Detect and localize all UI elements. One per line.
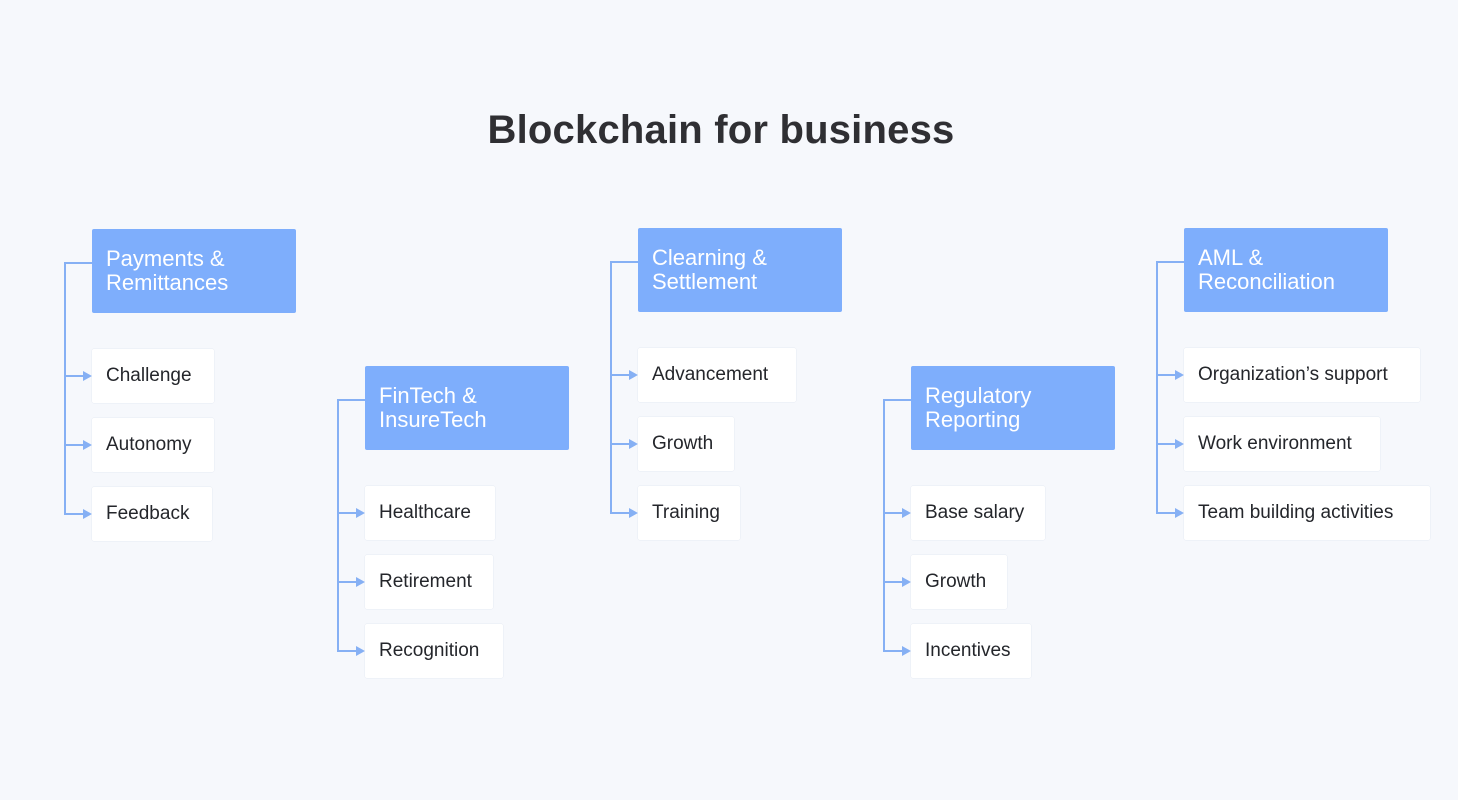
arrow-icon [83,440,92,450]
item-branch-line [337,650,357,652]
group-regulatory: Regulatory Reporting Base salary Growth … [883,366,1123,686]
arrow-icon [356,577,365,587]
group-header-box: Payments & Remittances [92,229,296,313]
group-connector-line [64,262,66,515]
arrow-icon [629,439,638,449]
group-header-box: FinTech & InsureTech [365,366,569,450]
list-item: Healthcare [365,486,495,540]
arrow-icon [902,508,911,518]
arrow-icon [629,508,638,518]
header-branch-line [1156,261,1184,263]
page-title: Blockchain for business [487,108,955,152]
arrow-icon [902,646,911,656]
header-branch-line [337,399,365,401]
group-header-line-2: Settlement [652,269,758,294]
group-connector-line [883,399,885,652]
list-item: Growth [638,417,734,471]
item-branch-line [64,513,84,515]
item-branch-line [1156,443,1176,445]
list-item: Work environment [1184,417,1380,471]
item-branch-line [64,444,84,446]
item-branch-line [1156,374,1176,376]
arrow-icon [356,508,365,518]
group-header-line-1: AML & [1198,245,1264,270]
list-item: Advancement [638,348,796,402]
arrow-icon [1175,508,1184,518]
header-branch-line [610,261,638,263]
list-item: Incentives [911,624,1031,678]
item-branch-line [64,375,84,377]
group-clearing: Clearning & Settlement Advancement Growt… [610,228,850,548]
item-branch-line [337,581,357,583]
group-header-line-1: FinTech & [379,383,477,408]
list-item: Training [638,486,740,540]
group-header-line-2: Reconciliation [1198,269,1335,294]
arrow-icon [629,370,638,380]
group-header-line-2: InsureTech [379,407,487,432]
arrow-icon [1175,370,1184,380]
item-branch-line [883,512,903,514]
list-item: Retirement [365,555,493,609]
group-header-box: AML & Reconciliation [1184,228,1388,312]
group-header-line-1: Payments & [106,246,225,271]
header-branch-line [64,262,92,264]
list-item: Base salary [911,486,1045,540]
item-branch-line [883,650,903,652]
list-item: Organization’s support [1184,348,1420,402]
group-payments: Payments & Remittances Challenge Autonom… [64,229,296,549]
group-header-line-1: Regulatory [925,383,1032,408]
group-header-line-1: Clearning & [652,245,767,270]
arrow-icon [83,509,92,519]
list-item: Feedback [92,487,212,541]
group-connector-line [610,261,612,514]
item-branch-line [610,512,630,514]
list-item: Growth [911,555,1007,609]
group-header-line-2: Reporting [925,407,1021,432]
item-branch-line [610,374,630,376]
group-header-line-2: Remittances [106,270,229,295]
item-branch-line [1156,512,1176,514]
list-item: Recognition [365,624,503,678]
arrow-icon [83,371,92,381]
group-connector-line [1156,261,1158,514]
item-branch-line [883,581,903,583]
arrow-icon [356,646,365,656]
group-connector-line [337,399,339,652]
group-header-box: Regulatory Reporting [911,366,1115,450]
arrow-icon [1175,439,1184,449]
item-branch-line [610,443,630,445]
group-aml: AML & Reconciliation Organization’s supp… [1156,228,1446,548]
group-fintech: FinTech & InsureTech Healthcare Retireme… [337,366,577,686]
arrow-icon [902,577,911,587]
list-item: Team building activities [1184,486,1430,540]
header-branch-line [883,399,911,401]
group-header-box: Clearning & Settlement [638,228,842,312]
list-item: Challenge [92,349,214,403]
list-item: Autonomy [92,418,214,472]
item-branch-line [337,512,357,514]
